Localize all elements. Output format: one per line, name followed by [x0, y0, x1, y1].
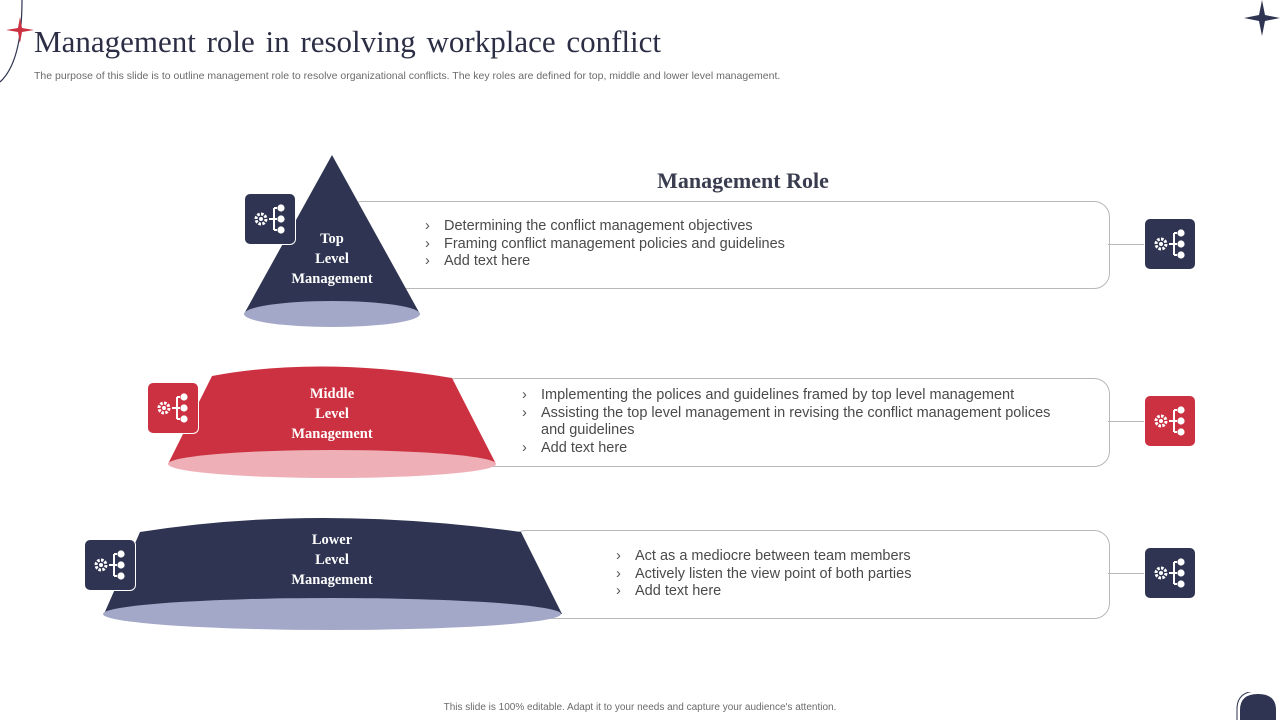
list-item: Add text here [425, 253, 1065, 271]
star-icon [1244, 0, 1280, 36]
top-level-role-list: Determining the conflict management obje… [425, 218, 1065, 271]
connector-line [1108, 421, 1146, 422]
top-level-right-icon-box [1144, 218, 1196, 270]
corner-decoration [0, 0, 34, 83]
footer-note: This slide is 100% editable. Adapt it to… [443, 702, 837, 713]
star-icon [6, 17, 34, 43]
lower-level-trapezoid-shape [103, 518, 562, 630]
lower-level-right-icon-box [1144, 547, 1196, 599]
gear-hierarchy-icon [157, 393, 188, 423]
page-title: Management role in resolving workplace c… [34, 24, 662, 59]
corner-arc-decoration [1236, 692, 1276, 720]
connector-line [1108, 573, 1146, 574]
gear-hierarchy-icon [94, 550, 125, 580]
middle-level-role-list: Implementing the polices and guidelines … [522, 387, 1072, 457]
lower-level-icon-box [84, 539, 136, 591]
lower-level-role-list: Act as a mediocre between team members A… [616, 548, 1076, 601]
middle-level-icon-box [147, 382, 199, 434]
list-item: Act as a mediocre between team members [616, 548, 1076, 566]
gear-hierarchy-icon [1154, 558, 1185, 588]
list-item: Add text here [522, 440, 1072, 458]
management-role-heading: Management Role [657, 168, 829, 193]
gear-hierarchy-icon [254, 204, 285, 234]
list-item: Assisting the top level management in re… [522, 405, 1072, 440]
list-item: Actively listen the view point of both p… [616, 566, 1076, 584]
connector-line [1108, 244, 1146, 245]
top-level-label: Top Level Management [291, 231, 373, 287]
top-level-pyramid-shape [244, 155, 420, 327]
middle-level-trapezoid-shape [168, 366, 496, 478]
top-level-icon-box [244, 193, 296, 245]
gear-hierarchy-icon [1154, 229, 1185, 259]
list-item: Determining the conflict management obje… [425, 218, 1065, 236]
list-item: Framing conflict management policies and… [425, 236, 1065, 254]
middle-level-label: Middle Level Management [291, 386, 373, 442]
gear-hierarchy-icon [1154, 406, 1185, 436]
list-item: Add text here [616, 583, 1076, 601]
list-item: Implementing the polices and guidelines … [522, 387, 1072, 405]
middle-level-right-icon-box [1144, 395, 1196, 447]
page-subtitle: The purpose of this slide is to outline … [34, 70, 781, 82]
lower-level-label: Lower Level Management [291, 532, 373, 588]
